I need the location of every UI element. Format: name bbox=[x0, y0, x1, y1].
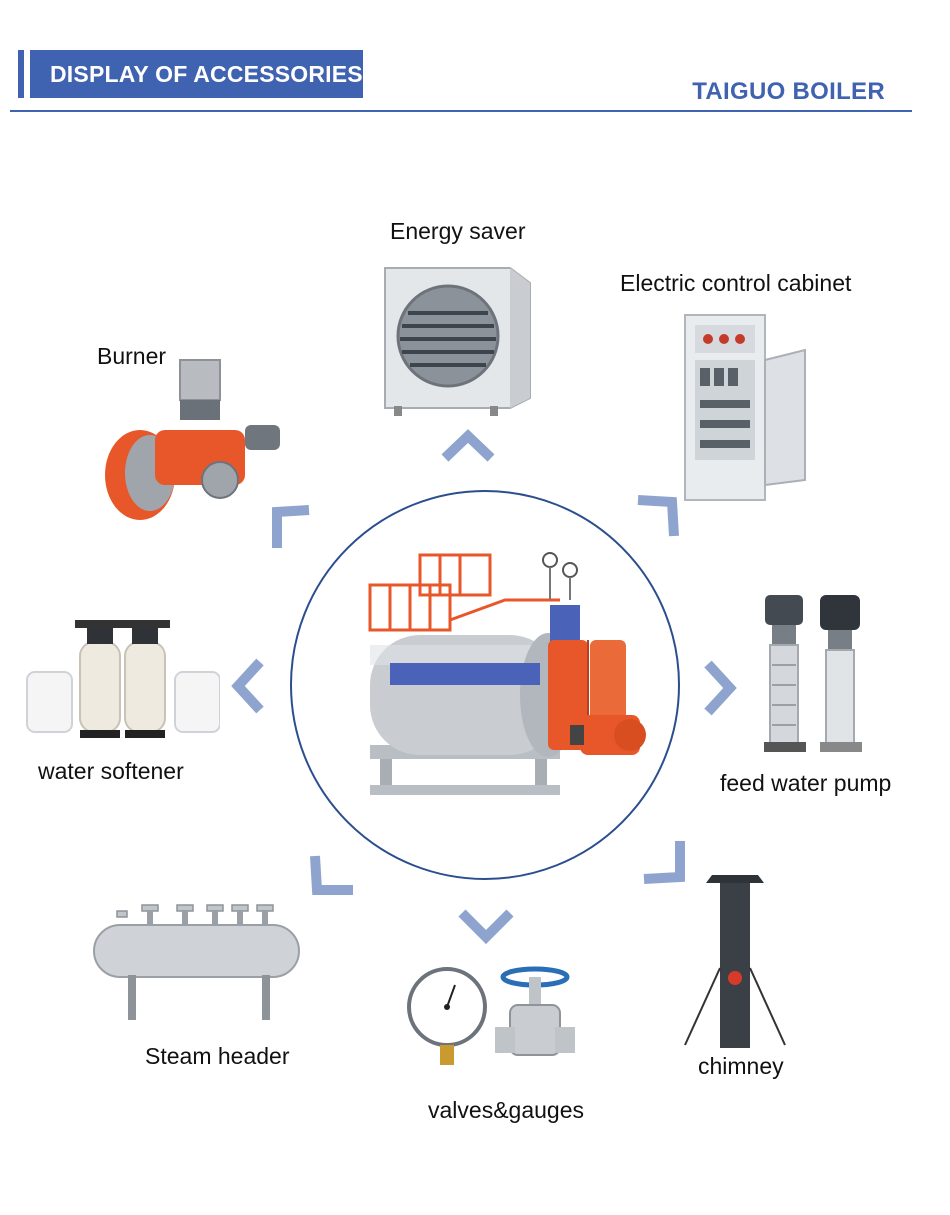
label-burner: Burner bbox=[97, 343, 167, 369]
chevron-up-right-icon bbox=[637, 495, 679, 537]
chevron-up-left-icon bbox=[272, 505, 310, 548]
label-steam-header: Steam header bbox=[145, 1043, 290, 1069]
label-energy-saver: Energy saver bbox=[390, 218, 526, 244]
steam-header-illustration bbox=[93, 904, 300, 1020]
label-electric-control-cabinet: Electric control cabinet bbox=[620, 270, 852, 296]
electric-control-cabinet-illustration bbox=[684, 314, 806, 501]
label-feed-water-pump: feed water pump bbox=[720, 770, 892, 796]
header-accent-bar bbox=[18, 50, 24, 98]
energy-saver-illustration bbox=[384, 267, 531, 416]
water-softener-illustration bbox=[26, 620, 220, 738]
chevron-down-right-icon bbox=[643, 841, 685, 884]
boiler-illustration bbox=[368, 552, 646, 795]
label-chimney: chimney bbox=[698, 1053, 784, 1079]
label-water-softener: water softener bbox=[38, 758, 184, 784]
label-valves-gauges: valves&gauges bbox=[428, 1097, 584, 1123]
feed-water-pump-illustration bbox=[764, 595, 862, 752]
brand-name: TAIGUO BOILER bbox=[692, 78, 885, 105]
chevron-right-icon bbox=[704, 660, 737, 716]
page-title: DISPLAY OF ACCESSORIES bbox=[30, 50, 363, 98]
header-divider bbox=[10, 110, 912, 112]
burner-illustration bbox=[105, 359, 280, 520]
chimney-illustration bbox=[684, 875, 786, 1048]
chevron-left-icon bbox=[231, 658, 264, 714]
valves-gauges-illustration bbox=[407, 966, 575, 1065]
chevron-up-icon bbox=[441, 429, 495, 462]
chevron-down-left-icon bbox=[310, 855, 353, 895]
chevron-down-icon bbox=[458, 909, 514, 945]
